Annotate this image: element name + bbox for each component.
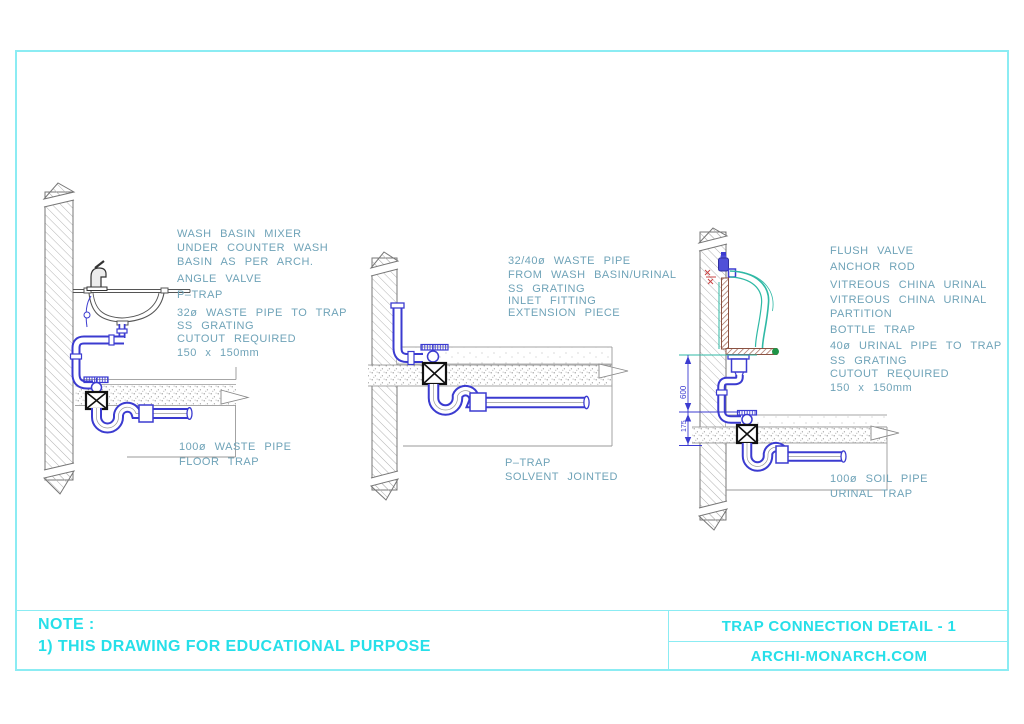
label-ss-grating-right: SS GRATING xyxy=(830,355,908,367)
faucet xyxy=(86,260,108,291)
slab-break-taper xyxy=(598,363,629,379)
label-from-wash-basin-urinal: FROM WASH BASIN/URINAL xyxy=(508,269,677,281)
detail-urinal: 600 175 xyxy=(679,227,900,531)
label-extension-piece: EXTENSION PIECE xyxy=(508,307,621,319)
label-cutout-size-right: 150 x 150mm xyxy=(830,382,913,394)
dim-175: 175 xyxy=(681,420,688,432)
note-heading: NOTE : xyxy=(38,616,95,633)
wall xyxy=(42,182,76,495)
waste-pipe xyxy=(390,302,423,366)
label-3240-waste-pipe: 32/40ø WASTE PIPE xyxy=(508,255,631,267)
drain-point xyxy=(772,348,779,355)
flush-valve xyxy=(704,252,737,285)
bottle-trap xyxy=(727,354,750,377)
vitreous-china-urinal xyxy=(725,270,779,355)
dimension-lines: 600 175 xyxy=(679,354,757,446)
pipe-coupling xyxy=(775,445,789,464)
label-vitreous-china-urinal: VITREOUS CHINA URINAL xyxy=(830,279,987,291)
label-bottle-trap: BOTTLE TRAP xyxy=(830,324,916,336)
urinal-inlet-pipe xyxy=(721,277,729,350)
pipe-coupling xyxy=(469,392,487,412)
label-cutout-size: 150 x 150mm xyxy=(177,347,260,359)
label-basin-as-per-arch: BASIN AS PER ARCH. xyxy=(177,256,314,268)
waste-pipe xyxy=(69,324,128,390)
slab-break-taper xyxy=(220,389,250,405)
detail-wash-basin xyxy=(42,182,250,495)
sheet-border xyxy=(15,50,1009,671)
label-partition: PARTITION xyxy=(830,308,893,320)
label-wash-basin-mixer: WASH BASIN MIXER xyxy=(177,228,302,240)
label-cutout-required-right: CUTOUT REQUIRED xyxy=(830,368,950,380)
floor-drain xyxy=(420,343,449,386)
label-angle-valve: ANGLE VALVE xyxy=(177,273,262,285)
note-text: 1) THIS DRAWING FOR EDUCATIONAL PURPOSE xyxy=(38,638,431,655)
label-32-waste-pipe: 32ø WASTE PIPE TO TRAP xyxy=(177,307,347,319)
slab-break-taper xyxy=(870,425,900,441)
label-ss-grating-mid: SS GRATING xyxy=(508,283,586,295)
label-inlet-fitting: INLET FITTING xyxy=(508,295,597,307)
floor-drain xyxy=(735,409,759,445)
website-link[interactable]: ARCHI-MONARCH.COM xyxy=(750,648,928,665)
pipe-end-cap xyxy=(583,395,590,410)
label-anchor-rod: ANCHOR ROD xyxy=(830,261,916,273)
label-100-waste-pipe: 100ø WASTE PIPE xyxy=(179,441,292,453)
label-40-urinal-pipe: 40ø URINAL PIPE TO TRAP xyxy=(830,340,1002,352)
titleblock-mid-line xyxy=(668,641,1009,642)
pipe-end-cap xyxy=(840,450,847,463)
titleblock-top-line xyxy=(15,610,1009,611)
angle-valve xyxy=(83,295,92,328)
urinal-waste-pipe xyxy=(715,375,744,424)
pipe-end-cap xyxy=(186,407,193,420)
ss-grating xyxy=(420,343,449,351)
label-flush-valve: FLUSH VALVE xyxy=(830,245,914,257)
floor-slab xyxy=(73,367,250,458)
label-urinal-trap: URINAL TRAP xyxy=(830,488,913,500)
label-ss-grating: SS GRATING xyxy=(177,320,255,332)
label-100-soil-pipe: 100ø SOIL PIPE xyxy=(830,473,928,485)
drawing-title: TRAP CONNECTION DETAIL - 1 xyxy=(721,617,957,635)
label-p-trap: P–TRAP xyxy=(177,289,223,301)
dim-600: 600 xyxy=(679,385,688,399)
p-trap xyxy=(91,401,193,434)
label-floor-trap: FLOOR TRAP xyxy=(179,456,260,468)
pipe-coupling xyxy=(138,404,154,423)
label-under-counter-wash: UNDER COUNTER WASH xyxy=(177,242,329,254)
label-p-trap-mid: P–TRAP xyxy=(505,457,551,469)
p-trap xyxy=(427,384,590,416)
label-vitreous-china-urinal-2: VITREOUS CHINA URINAL xyxy=(830,294,987,306)
label-cutout-required: CUTOUT REQUIRED xyxy=(177,333,297,345)
label-solvent-jointed: SOLVENT JOINTED xyxy=(505,471,618,483)
detail-p-trap xyxy=(368,251,629,501)
p-trap xyxy=(741,441,847,472)
titleblock-divider xyxy=(668,610,669,671)
